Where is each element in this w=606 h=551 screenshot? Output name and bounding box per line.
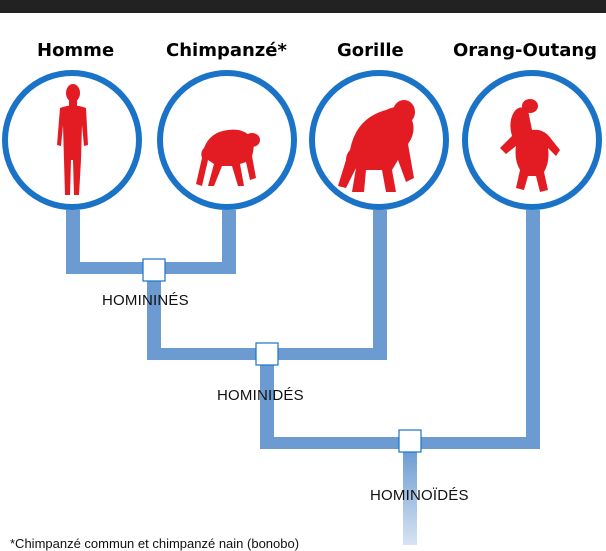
tree-branches xyxy=(66,210,540,449)
clade-label-hominides: HOMINIDÉS xyxy=(217,387,304,404)
branch-hominines-stem xyxy=(147,268,161,360)
node-hominides xyxy=(256,343,278,365)
node-hominines xyxy=(143,259,165,281)
clade-label-hominoides: HOMINOÏDÉS xyxy=(370,487,469,504)
branch-orang-outang xyxy=(526,210,540,449)
node-hominoides xyxy=(399,430,421,452)
clade-label-hominines: HOMININÉS xyxy=(102,292,189,309)
footnote: *Chimpanzé commun et chimpanzé nain (bon… xyxy=(10,536,299,551)
branch-gorille xyxy=(373,210,387,360)
